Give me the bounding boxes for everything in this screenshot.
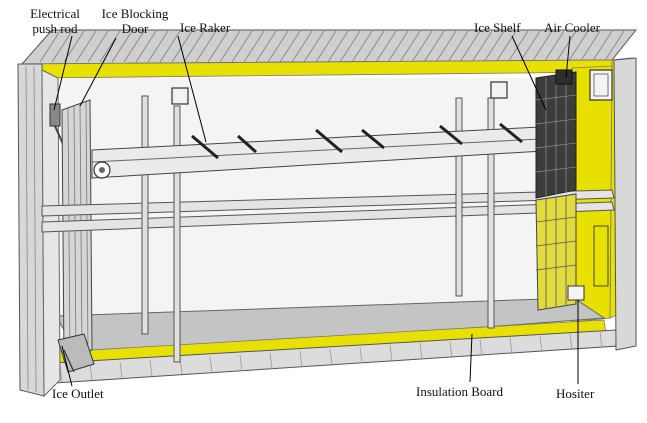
label-insulation-board: Insulation Board: [416, 384, 504, 399]
label-air-cooler: Air Cooler: [544, 20, 600, 35]
container-roof: [20, 29, 638, 65]
label-hoister: Hositer: [556, 386, 595, 401]
hoister: [567, 225, 609, 301]
label-door-line2: Door: [121, 21, 149, 36]
side-rails: [41, 189, 615, 233]
label-door-line1: Ice Blocking: [101, 6, 169, 21]
ice-shelf: [535, 71, 577, 311]
label-electrical-push-rod: Electrical push rod: [22, 6, 88, 36]
container-left-end: [17, 63, 61, 398]
air-cooler: [555, 69, 613, 101]
label-ice-outlet: Ice Outlet: [52, 386, 104, 401]
post-top-fixtures: [171, 81, 508, 105]
vertical-posts: [141, 95, 495, 363]
container-right-end: [613, 57, 637, 351]
label-push-rod-line1: Electrical: [30, 6, 80, 21]
label-ice-raker: Ice Raker: [180, 20, 231, 35]
leader-lines: [53, 35, 579, 387]
ice-outlet: [57, 333, 95, 373]
label-ice-shelf: Ice Shelf: [474, 20, 521, 35]
label-ice-blocking-door: Ice Blocking Door: [94, 6, 176, 36]
label-push-rod-line2: push rod: [32, 21, 78, 36]
